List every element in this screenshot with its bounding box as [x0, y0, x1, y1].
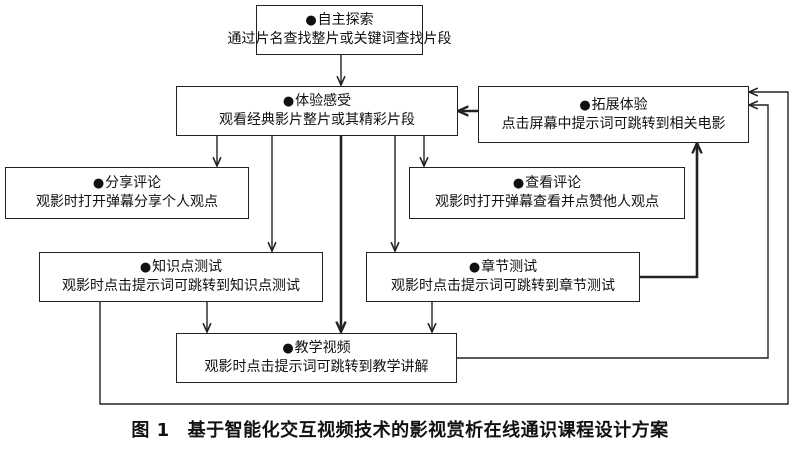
- node-view-comment-title: 查看评论: [525, 175, 582, 191]
- node-teaching-video: ●教学视频 观影时点击提示词可跳转到教学讲解: [176, 333, 457, 383]
- node-experience-desc: 观看经典影片整片或其精彩片段: [219, 112, 415, 128]
- node-extend-title: 拓展体验: [591, 96, 648, 113]
- figure-number: 图 1: [131, 420, 170, 441]
- node-knowledge-test: ●知识点测试 观影时点击提示词可跳转到知识点测试: [39, 252, 323, 302]
- bullet-icon: ●: [579, 97, 591, 113]
- bullet-icon: ●: [512, 176, 525, 191]
- node-share-comment-desc: 观影时打开弹幕分享个人观点: [36, 194, 218, 210]
- node-extend: ●拓展体验 点击屏幕中提示词可跳转到相关电影: [478, 86, 749, 143]
- figure-caption-text: 基于智能化交互视频技术的影视赏析在线通识课程设计方案: [187, 420, 669, 441]
- bullet-icon: ●: [282, 341, 294, 356]
- node-self-explore-title: 自主探索: [317, 12, 374, 28]
- node-chapter-test-title: 章节测试: [481, 259, 538, 275]
- bullet-icon: ●: [282, 94, 295, 109]
- bullet-icon: ●: [468, 260, 481, 275]
- arrow-chapter-to-extend: [640, 143, 697, 279]
- node-chapter-test: ●章节测试 观影时点击提示词可跳转到章节测试: [366, 252, 640, 302]
- bullet-icon: ●: [139, 260, 152, 275]
- node-share-comment: ●分享评论 观影时打开弹幕分享个人观点: [5, 167, 249, 219]
- figure-caption: 图 1 基于智能化交互视频技术的影视赏析在线通识课程设计方案: [0, 416, 800, 442]
- bullet-icon: ●: [305, 13, 317, 28]
- node-self-explore: ●自主探索 通过片名查找整片或关键词查找片段: [228, 5, 452, 55]
- node-share-comment-title: 分享评论: [105, 175, 162, 191]
- node-view-comment-desc: 观影时打开弹幕查看并点赞他人观点: [435, 194, 659, 210]
- node-knowledge-test-desc: 观影时点击提示词可跳转到知识点测试: [62, 278, 300, 294]
- arrow-knowledge-loop-to-extend: [99, 92, 789, 405]
- node-self-explore-desc: 通过片名查找整片或关键词查找片段: [227, 31, 452, 47]
- node-extend-desc: 点击屏幕中提示词可跳转到相关电影: [501, 115, 726, 132]
- node-experience: ●体验感受 观看经典影片整片或其精彩片段: [176, 86, 458, 136]
- node-experience-title: 体验感受: [295, 93, 352, 109]
- node-chapter-test-desc: 观影时点击提示词可跳转到章节测试: [391, 278, 615, 294]
- node-teaching-video-title: 教学视频: [294, 340, 351, 356]
- bullet-icon: ●: [92, 176, 105, 191]
- node-teaching-video-desc: 观影时点击提示词可跳转到教学讲解: [204, 359, 429, 375]
- node-knowledge-test-title: 知识点测试: [152, 259, 223, 275]
- node-view-comment: ●查看评论 观影时打开弹幕查看并点赞他人观点: [409, 167, 685, 219]
- arrow-teaching-to-extend: [457, 105, 769, 359]
